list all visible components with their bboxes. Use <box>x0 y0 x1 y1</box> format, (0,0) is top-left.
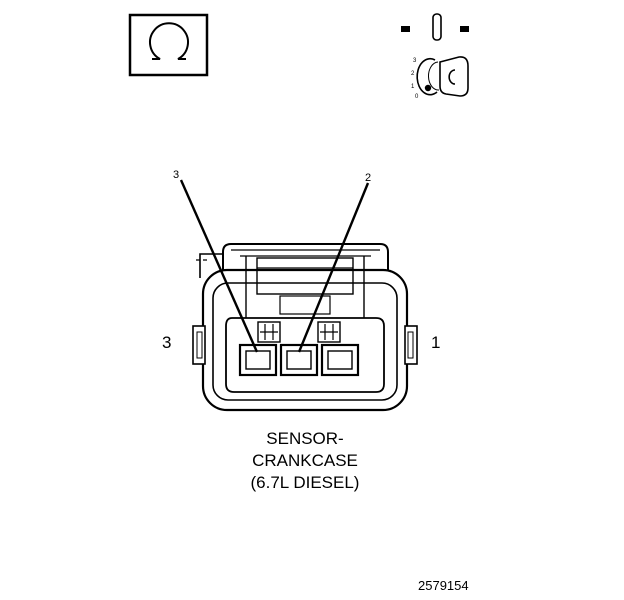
callout-label-pin-2: 2 <box>365 172 371 184</box>
callout-line-pin-2 <box>297 182 370 353</box>
ignition-position-1: 1 <box>411 84 415 90</box>
callout-line-pin-3 <box>179 179 259 353</box>
callout-label-pin-3: 3 <box>173 169 179 181</box>
ohm-meter-icon <box>128 13 209 77</box>
caption-line-1: SENSOR- <box>266 429 344 448</box>
side-label-right: 1 <box>431 333 440 352</box>
ignition-position-2: 2 <box>411 71 415 77</box>
side-label-left: 3 <box>162 333 171 352</box>
figure-number: 2579154 <box>418 578 469 593</box>
caption-line-3: (6.7L DIESEL) <box>250 473 360 492</box>
pin-cavity-3 <box>238 343 278 377</box>
caption-line-2: CRANKCASE <box>252 451 358 470</box>
connector-body <box>192 243 418 412</box>
ignition-position-3: 3 <box>413 58 417 64</box>
ignition-position-0: 0 <box>415 94 419 100</box>
pin-cavity-1 <box>320 343 360 377</box>
ignition-key-icon: 3 2 1 0 <box>401 13 469 100</box>
